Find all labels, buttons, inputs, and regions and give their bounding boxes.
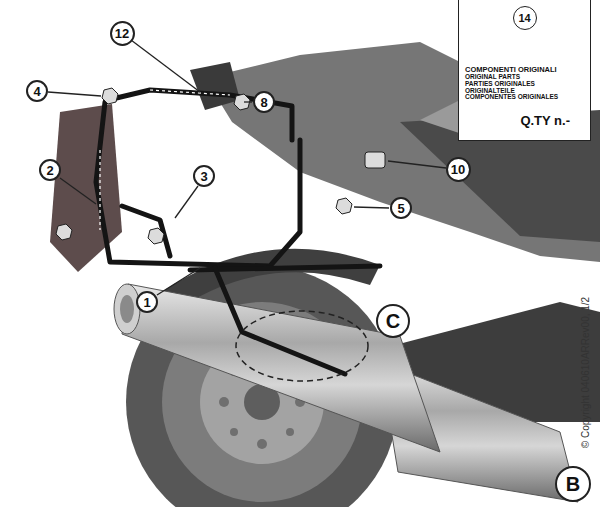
callout-number: 10 xyxy=(446,157,471,182)
callout-number: 12 xyxy=(110,21,135,46)
callout-number: 4 xyxy=(26,80,48,102)
tag-text: ORIGINALTEILE xyxy=(465,88,515,95)
tag-text: ORIGINAL PARTS xyxy=(465,74,520,81)
detail-letter: B xyxy=(555,466,591,502)
tag-text: PARTIES ORIGINALES xyxy=(465,81,535,88)
copyright-note: © Copyright 040610ARRev00, 1/2 xyxy=(580,296,591,447)
tag-text: COMPONENTI ORIGINALI xyxy=(465,66,557,74)
parts-tag: 14COMPONENTI ORIGINALIORIGINAL PARTSPART… xyxy=(458,0,591,141)
callout-number: 3 xyxy=(193,165,215,187)
callout-number: 5 xyxy=(390,197,412,219)
callout-number: 14 xyxy=(513,6,537,30)
detail-letter: C xyxy=(376,304,410,338)
callout-number: 2 xyxy=(39,159,61,181)
quantity-text: Q.TY n.- xyxy=(520,113,570,128)
callout-number: 8 xyxy=(253,91,275,113)
tag-text: COMPONENTES ORIGINALES xyxy=(465,94,558,101)
callout-number: 1 xyxy=(136,291,158,313)
